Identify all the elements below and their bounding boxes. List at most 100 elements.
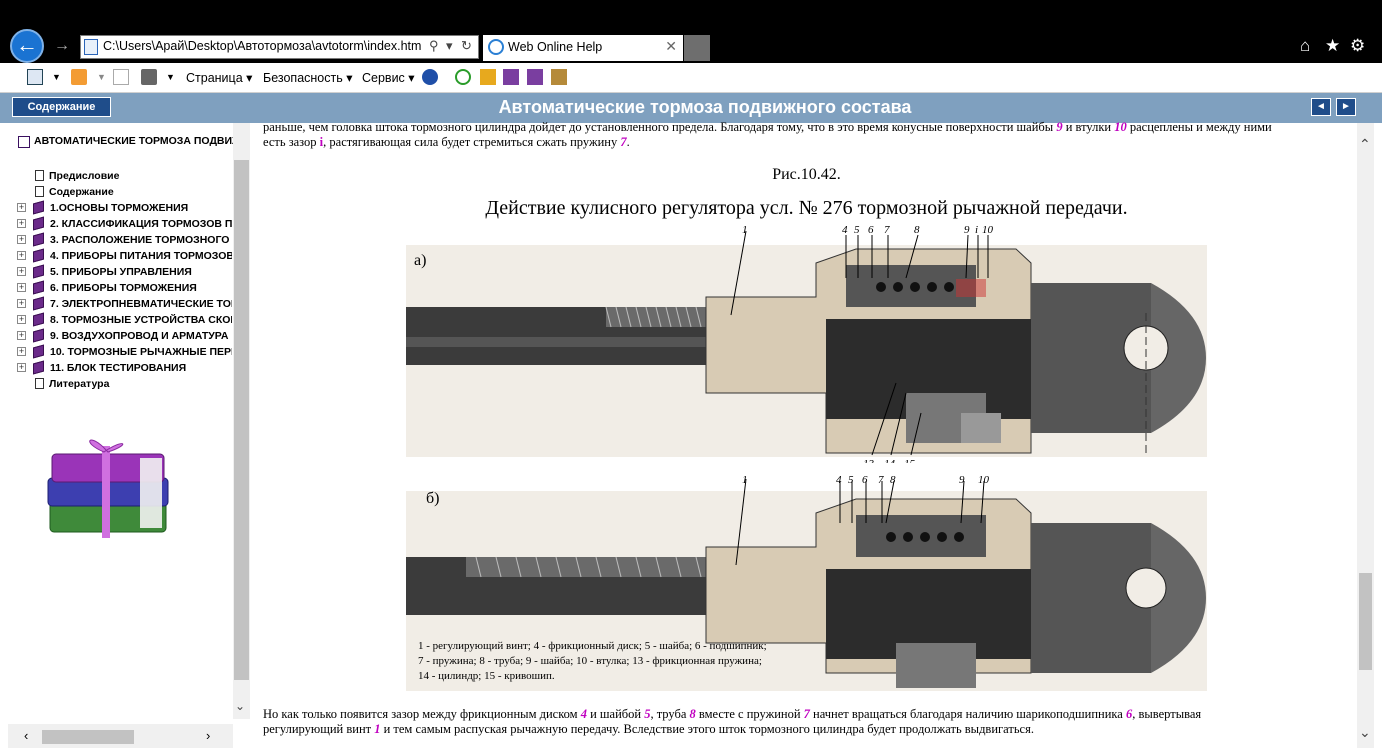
toc-scrollbar-thumb[interactable] — [234, 160, 249, 680]
expand-toggle[interactable]: + — [17, 266, 26, 276]
part-label: 4 — [842, 224, 848, 236]
toc-item[interactable]: 3. РАСПОЛОЖЕНИЕ ТОРМОЗНОГО ОБОРУДОВАНИЯ — [50, 234, 232, 246]
toc-item[interactable]: 6. ПРИБОРЫ ТОРМОЖЕНИЯ — [50, 282, 197, 294]
part-label: 15 — [904, 458, 916, 463]
text: Но как только появится зазор между фрикц… — [263, 707, 581, 721]
onenote-icon[interactable] — [527, 69, 543, 85]
settings-gear-icon[interactable]: ⚙ — [1350, 36, 1366, 55]
search-icon[interactable]: ⚲ — [429, 38, 439, 53]
toc-item[interactable]: 7. ЭЛЕКТРОПНЕВМАТИЧЕСКИЕ ТОРМОЗА — [50, 298, 232, 310]
address-bar[interactable]: C:\Users\Арай\Desktop\Автотормоза\avtoto… — [80, 35, 479, 59]
toc-root[interactable]: АВТОМАТИЧЕСКИЕ ТОРМОЗА ПОДВИЖНОГО СОСТАВ… — [34, 135, 250, 147]
expand-toggle[interactable]: + — [17, 234, 26, 244]
part-label: 5 — [854, 224, 860, 236]
close-tab-icon[interactable]: ✕ — [665, 38, 677, 54]
scroll-down-icon[interactable]: ⌄ — [235, 699, 246, 713]
browser-tab[interactable]: Web Online Help ✕ — [483, 35, 683, 61]
legend-line: 1 - регулирующий винт; 4 - фрикционный д… — [418, 640, 767, 652]
print-icon[interactable] — [141, 69, 157, 85]
next-page-button[interactable]: ► — [1336, 98, 1356, 116]
figure-b-drawing: б) 1 4 5 6 7 8 9 10 1 - регулирующий вин… — [406, 474, 1207, 691]
expand-toggle[interactable]: + — [17, 346, 26, 356]
figure-a-drawing: а) 1 4 5 6 7 8 9 i 10 13 14 15 — [406, 224, 1207, 463]
rss-feed-icon[interactable] — [71, 69, 87, 85]
page-icon — [84, 39, 98, 55]
toc-item[interactable]: Предисловие — [49, 170, 120, 182]
text: есть зазор — [263, 135, 320, 149]
prev-page-button[interactable]: ◄ — [1311, 98, 1331, 116]
back-button[interactable]: ← — [10, 29, 44, 63]
tab-title: Web Online Help — [508, 40, 603, 54]
help-header — [0, 93, 1382, 123]
toc-item[interactable]: 10. ТОРМОЗНЫЕ РЫЧАЖНЫЕ ПЕРЕДАЧИ — [50, 346, 232, 358]
toc-item[interactable]: 1.ОСНОВЫ ТОРМОЖЕНИЯ — [50, 202, 189, 214]
expand-toggle[interactable]: + — [17, 298, 26, 308]
toc-pane — [8, 123, 250, 748]
expand-toggle[interactable]: + — [17, 330, 26, 340]
content-scrollbar-thumb[interactable] — [1359, 573, 1372, 670]
text: , вывертывая — [1132, 707, 1202, 721]
service-menu[interactable]: Сервис ▾ — [362, 71, 415, 85]
toc-item[interactable]: Содержание — [49, 186, 114, 198]
scroll-down-icon[interactable]: ⌄ — [1359, 724, 1371, 740]
toc-item[interactable]: 5. ПРИБОРЫ УПРАВЛЕНИЯ — [50, 266, 192, 278]
dropdown-icon[interactable]: ▼ — [166, 72, 175, 82]
toc-item[interactable]: 2. КЛАССИФИКАЦИЯ ТОРМОЗОВ ПОДВИЖНОГО СОС… — [50, 218, 232, 230]
text: регулирующий винт — [263, 722, 375, 736]
part-label: 6 — [868, 224, 874, 236]
toc-hscroll-thumb[interactable] — [42, 730, 134, 744]
onenote-icon[interactable] — [503, 69, 519, 85]
text: и шайбой — [586, 707, 645, 721]
scroll-right-icon[interactable]: › — [206, 728, 211, 743]
dropdown-icon[interactable]: ▼ — [97, 72, 106, 82]
toc-item[interactable]: 4. ПРИБОРЫ ПИТАНИЯ ТОРМОЗОВ СЖАТЫМ ВОЗДУ… — [50, 250, 232, 262]
addon-icon[interactable] — [480, 69, 496, 85]
dropdown-icon[interactable]: ▾ — [446, 38, 453, 53]
panel-label: б) — [426, 490, 439, 507]
toc-item[interactable]: 11. БЛОК ТЕСТИРОВАНИЯ — [50, 362, 187, 374]
part-label: 10 — [978, 474, 990, 486]
expand-toggle[interactable]: + — [17, 282, 26, 292]
figure-caption: Рис.10.42. — [772, 166, 841, 183]
document-icon — [35, 378, 44, 389]
page-title: Автоматические тормоза подвижного состав… — [498, 97, 912, 117]
scroll-left-icon[interactable]: ‹ — [24, 728, 29, 743]
scroll-up-icon[interactable]: ⌃ — [1359, 136, 1371, 152]
expand-toggle[interactable]: + — [17, 362, 26, 372]
forward-button[interactable]: → — [54, 37, 70, 54]
part-label: 7 — [878, 474, 884, 486]
text: расцеплены и между ними — [1126, 120, 1272, 134]
safety-menu[interactable]: Безопасность ▾ — [263, 71, 353, 85]
refresh-icon[interactable]: ↻ — [461, 38, 472, 53]
help-icon[interactable] — [422, 69, 438, 85]
contents-button[interactable]: Содержание — [12, 97, 111, 117]
toc-item[interactable]: Литература — [49, 378, 110, 390]
address-text[interactable]: C:\Users\Арай\Desktop\Автотормоза\avtoto… — [103, 39, 422, 53]
expand-toggle[interactable]: + — [17, 314, 26, 324]
service-menu-label: Сервис — [362, 71, 405, 85]
panel-label: а) — [414, 252, 426, 269]
addon-icon[interactable] — [551, 69, 567, 85]
part-label: 1 — [742, 474, 748, 486]
home-icon[interactable] — [27, 69, 43, 85]
page-menu[interactable]: Страница ▾ — [186, 71, 253, 85]
home-icon[interactable]: ⌂ — [1300, 36, 1311, 55]
expand-toggle[interactable]: + — [17, 218, 26, 228]
addon-icon[interactable] — [455, 69, 471, 85]
ref-number: 7 — [620, 135, 627, 149]
content-pane: раньше, чем головка штока тормозного цил… — [256, 120, 1357, 748]
mail-icon[interactable] — [113, 69, 129, 85]
document-icon — [35, 170, 44, 181]
favorites-star-icon[interactable]: ★ — [1325, 36, 1341, 55]
bottom-paragraph: Но как только появится зазор между фрикц… — [263, 707, 1351, 737]
legend-line: 7 - пружина; 8 - труба; 9 - шайба; 10 - … — [418, 655, 762, 667]
ref-number: 6 — [1125, 707, 1133, 721]
ref-number: 9 — [1056, 120, 1063, 134]
part-label: 6 — [862, 474, 868, 486]
expand-toggle[interactable]: + — [17, 250, 26, 260]
toc-item[interactable]: 8. ТОРМОЗНЫЕ УСТРОЙСТВА СКОРОСТНОГО ПОДВ… — [50, 314, 232, 326]
toc-item[interactable]: 9. ВОЗДУХОПРОВОД И АРМАТУРА — [50, 330, 229, 342]
new-tab-button[interactable] — [684, 35, 710, 61]
dropdown-icon[interactable]: ▼ — [52, 72, 61, 82]
expand-toggle[interactable]: + — [17, 202, 26, 212]
